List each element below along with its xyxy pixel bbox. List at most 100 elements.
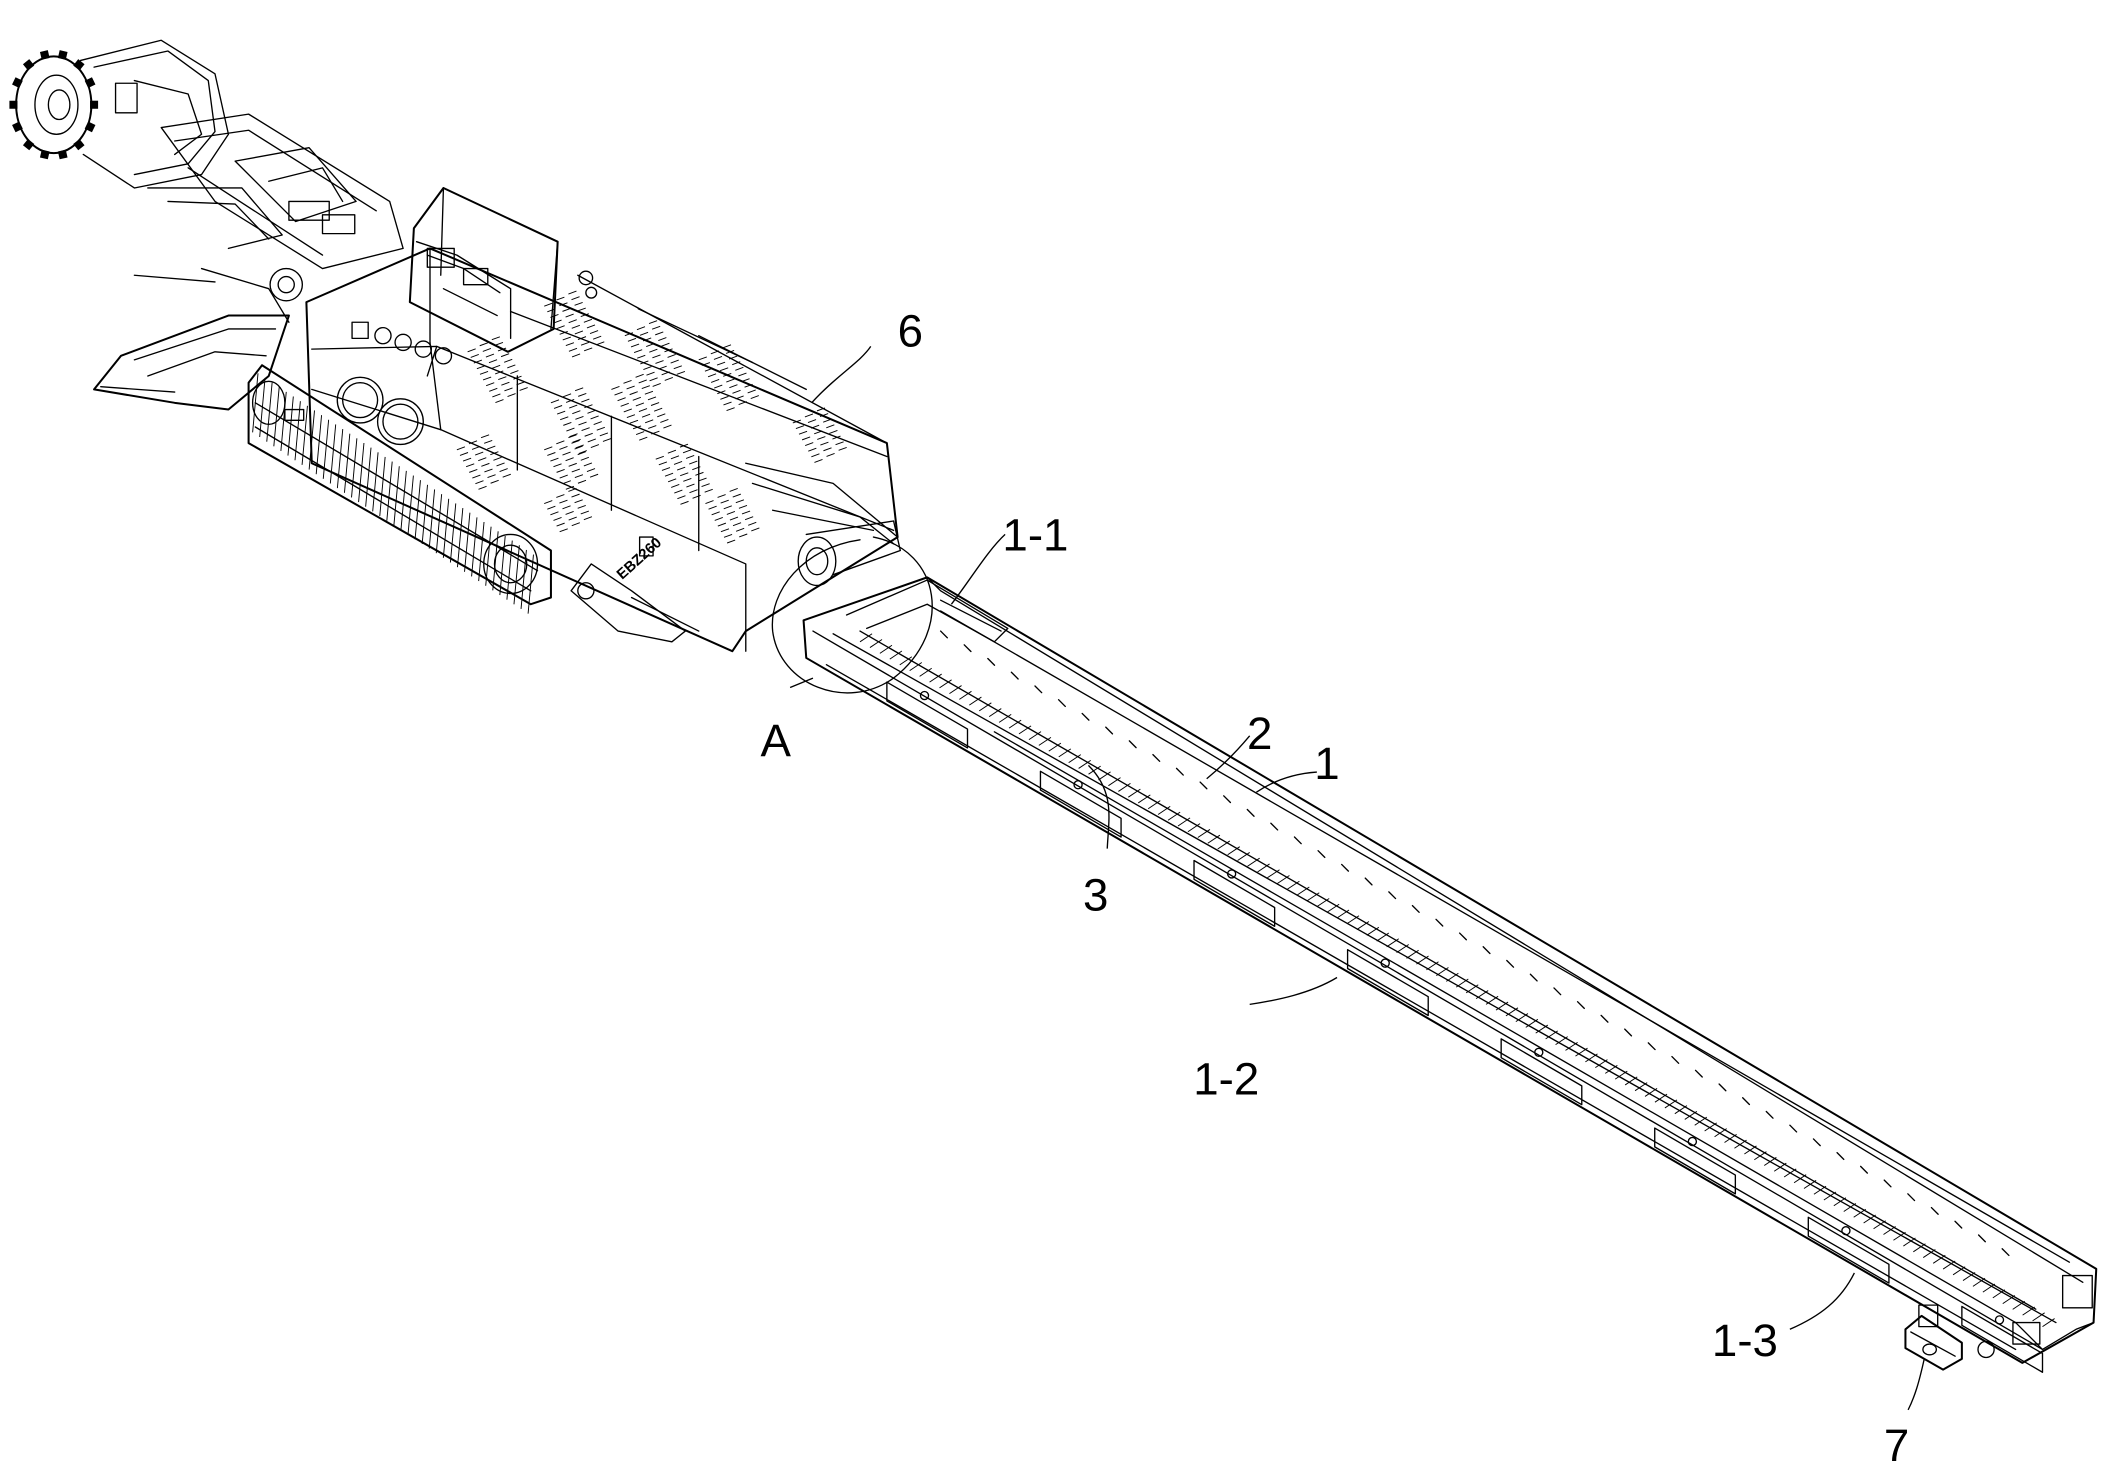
vent-slot: [572, 410, 581, 415]
belt-cleat: [963, 644, 972, 653]
belt-cleat: [1010, 671, 1019, 680]
belt-slat: [1446, 972, 1459, 982]
track-link: [499, 535, 506, 596]
vent-slot: [823, 418, 832, 423]
vent-slot: [623, 408, 632, 413]
vent-slot: [641, 385, 650, 390]
belt-cleat: [1553, 987, 1562, 996]
vent-slot: [568, 347, 578, 352]
belt-slat: [1177, 817, 1191, 827]
vent-slot: [683, 477, 692, 482]
label-1-3: 1-3: [1712, 1315, 1778, 1366]
belt-slat: [1555, 1036, 1568, 1046]
vent-slot: [478, 457, 487, 462]
belt-slat: [1416, 955, 1429, 965]
vent-slot: [635, 431, 645, 435]
vent-slot: [544, 500, 553, 504]
vent-slot: [708, 505, 717, 510]
vent-slot: [710, 379, 720, 383]
track-link: [478, 521, 485, 582]
belt-cleat: [1765, 1110, 1774, 1119]
belt-slat: [899, 656, 913, 666]
belt-cleat: [1859, 1165, 1869, 1174]
vent-slot: [713, 356, 723, 360]
belt-slat: [1128, 788, 1141, 798]
belt-slat: [1704, 1122, 1717, 1132]
vent-slot: [747, 389, 756, 394]
belt-slat: [1376, 932, 1390, 942]
cutting-head: [9, 39, 230, 189]
belt-cleat: [1270, 822, 1279, 831]
vent-slot: [826, 452, 835, 457]
vent-slot: [744, 516, 754, 521]
vent-slot: [685, 455, 695, 459]
vent-slot: [751, 527, 760, 532]
vent-slot: [626, 414, 636, 419]
vent-slot: [717, 390, 726, 395]
frame-bolt: [1687, 1136, 1698, 1147]
vent-slot: [469, 468, 478, 473]
belt-slat: [1386, 938, 1400, 948]
cutting-pick: [57, 149, 68, 160]
vent-slot: [565, 457, 574, 462]
belt-slat: [1803, 1180, 1817, 1189]
vent-slot: [507, 364, 516, 369]
belt-slat: [949, 685, 962, 695]
vent-slot: [738, 401, 747, 406]
track-link: [449, 503, 457, 563]
frame-opening: [886, 681, 969, 749]
vent-slot: [568, 319, 577, 324]
vent-slot: [614, 391, 623, 396]
cutting-pick: [84, 121, 96, 133]
cutting-pick: [57, 50, 68, 60]
frame-bolt: [1380, 958, 1390, 968]
belt-cleat: [1789, 1124, 1798, 1133]
belt-slat: [1098, 771, 1111, 781]
vent-grille: [456, 434, 511, 490]
vent-slot: [568, 462, 577, 467]
cutting-pick: [73, 138, 85, 151]
belt-slat: [1813, 1185, 1827, 1195]
vent-slot: [488, 359, 498, 364]
belt-slat: [1922, 1249, 1936, 1258]
belt-slat: [1833, 1197, 1847, 1207]
vent-slot: [565, 485, 575, 490]
track-link: [506, 540, 513, 600]
belt-slat: [939, 679, 952, 689]
vent-slot: [516, 381, 525, 386]
belt-slat: [1108, 777, 1121, 787]
belt-slat: [1694, 1116, 1708, 1126]
belt-cleat: [1482, 946, 1491, 955]
belt-slat: [889, 650, 903, 660]
vent-slot: [577, 451, 586, 456]
belt-slat: [1207, 834, 1221, 844]
vent-slot: [738, 504, 748, 509]
vent-slot: [559, 302, 568, 307]
vent-slot: [500, 353, 510, 358]
vent-slot: [499, 468, 508, 473]
belt-cleat: [1742, 1097, 1751, 1106]
vent-slot: [501, 381, 510, 386]
vent-slot: [805, 442, 814, 446]
label-1: 1: [1314, 738, 1339, 789]
belt-slat: [1724, 1134, 1737, 1143]
vent-slot: [663, 424, 672, 429]
vent-slot: [492, 393, 501, 398]
vent-slot: [571, 468, 580, 473]
vent-slot: [635, 402, 645, 407]
vent-slot: [661, 371, 670, 376]
vent-slot: [592, 335, 602, 340]
belt-cleat: [1812, 1138, 1821, 1147]
belt-slat: [1853, 1208, 1867, 1218]
vent-grille: [655, 443, 713, 505]
vent-slot: [550, 399, 560, 404]
belt-cleat: [1694, 1069, 1703, 1078]
vent-slot: [726, 378, 735, 383]
vent-slot: [643, 366, 652, 370]
vent-slot: [726, 539, 736, 544]
vent-slot: [644, 419, 654, 424]
vent-slot: [580, 313, 589, 318]
vent-slot: [571, 324, 580, 329]
vent-slot: [680, 500, 689, 505]
vent-slot: [637, 354, 646, 359]
